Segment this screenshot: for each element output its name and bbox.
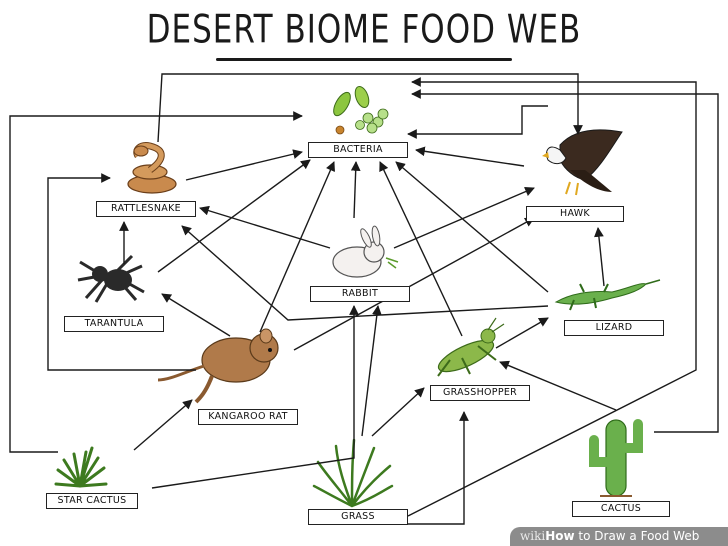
arrow-starcactus-rabbit <box>151 305 359 489</box>
arrow-rabbit-hawk <box>393 186 535 249</box>
grasshopper-icon <box>437 317 505 377</box>
arrow-grasshopper-bacteria <box>379 161 463 337</box>
rattlesnake-icon <box>127 142 177 194</box>
arrow-hawk-loop-bacteria <box>407 105 548 139</box>
arrow-kangaroorat-rattlesnake <box>161 293 231 337</box>
arrow-lizard-rattlesnake <box>181 225 549 321</box>
node-label-bacteria: BACTERIA <box>308 142 408 158</box>
node-label-grasshopper: GRASSHOPPER <box>430 385 530 401</box>
arrow-starcactus-kangaroorat <box>133 399 193 451</box>
lizard-icon <box>554 279 661 311</box>
arrow-lizard-hawk <box>594 227 605 287</box>
cactus-icon <box>589 419 643 497</box>
food-web-arrows <box>9 73 719 525</box>
watermark-text: to Draw a Food Web <box>574 529 700 543</box>
kangaroo-rat-icon <box>157 328 279 404</box>
arrow-grass-loop-grasshopper <box>406 411 469 525</box>
watermark-brand: wiki <box>520 529 546 543</box>
rabbit-icon <box>332 225 399 278</box>
arrow-grass-rabbit <box>361 305 382 437</box>
wikihow-watermark: wikiHow to Draw a Food Web <box>510 527 728 546</box>
arrow-grass-grasshopper <box>371 387 425 437</box>
page-title: DESERT BIOME FOOD WEB <box>146 7 582 53</box>
star-cactus-icon <box>54 446 108 488</box>
node-label-lizard: LIZARD <box>564 320 664 336</box>
node-label-rabbit: RABBIT <box>310 286 410 302</box>
node-label-grass: GRASS <box>308 509 408 525</box>
arrow-hawk-bacteria <box>415 146 525 167</box>
node-label-cactus: CACTUS <box>572 501 670 517</box>
arrow-rattlesnake-bacteria <box>185 149 303 181</box>
arrow-lizard-bacteria <box>395 161 549 293</box>
title-underline <box>216 58 512 61</box>
arrow-grass-loop-hawk <box>407 77 697 517</box>
node-label-tarantula: TARANTULA <box>64 316 164 332</box>
arrow-grasshopper-lizard <box>495 317 549 349</box>
arrow-rabbit-rattlesnake <box>199 205 331 249</box>
arrow-kangaroorat-loop-rattlesnake <box>47 173 196 371</box>
arrow-rabbit-bacteria <box>350 161 361 219</box>
watermark-how: How <box>545 529 575 543</box>
node-label-hawk: HAWK <box>526 206 624 222</box>
tarantula-icon <box>77 254 145 303</box>
arrow-tarantula-bacteria <box>157 159 311 273</box>
arrow-rattlesnake-hawk <box>157 73 583 143</box>
arrow-kangaroorat-hawk <box>293 217 535 351</box>
node-label-star-cactus: STAR CACTUS <box>46 493 138 509</box>
node-label-kangaroo-rat: KANGAROO RAT <box>198 409 298 425</box>
arrow-cactus-grasshopper <box>499 360 617 411</box>
bacteria-icon <box>333 85 389 135</box>
node-label-rattlesnake: RATTLESNAKE <box>96 201 196 217</box>
hawk-icon <box>542 129 623 196</box>
arrow-starcactus-loop-bacteria <box>9 111 303 453</box>
arrow-kangaroorat-bacteria <box>259 161 335 333</box>
arrow-cactus-loop-bacteria <box>411 89 719 433</box>
grass-icon <box>312 438 394 508</box>
